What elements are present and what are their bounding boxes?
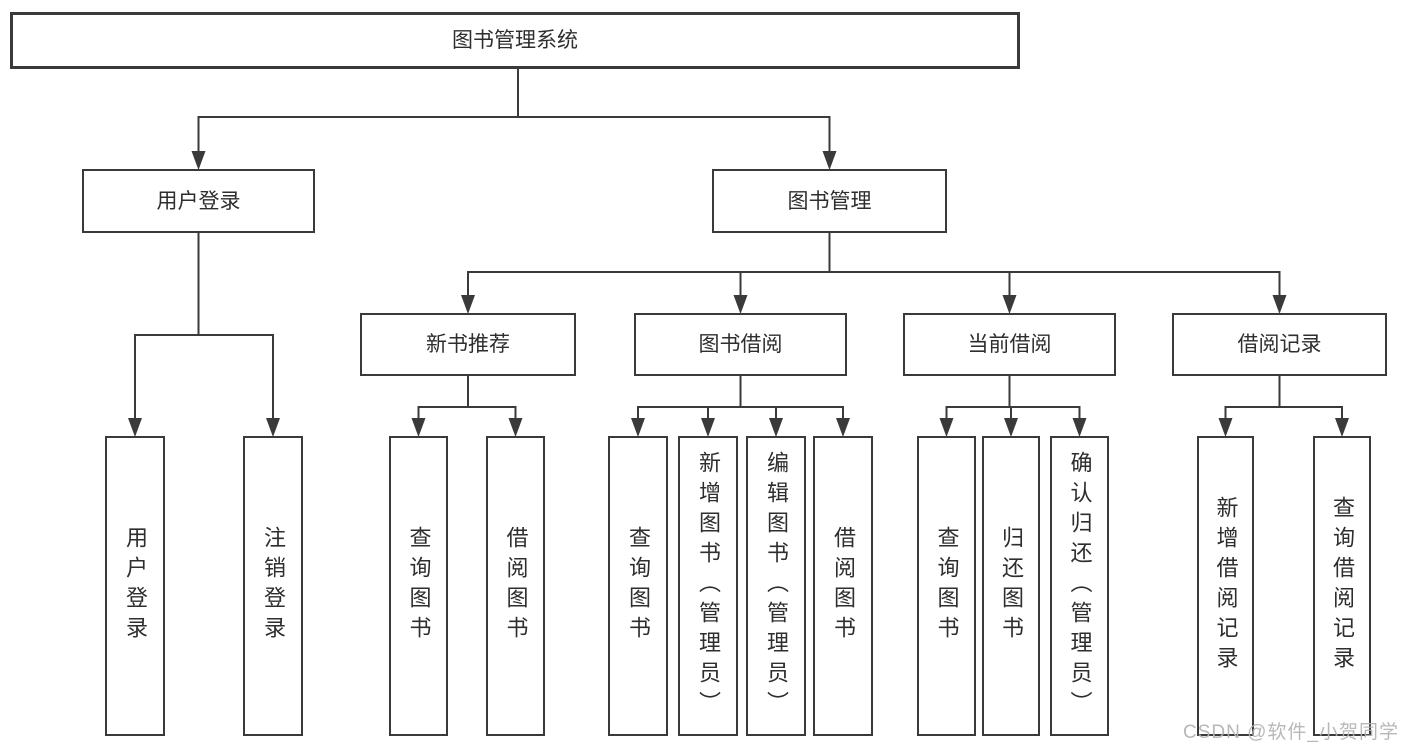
leaf-query-books-current: 查询图书 (917, 436, 976, 736)
node-borrowing-records: 借阅记录 (1172, 313, 1387, 376)
node-user-login: 用户登录 (82, 169, 315, 233)
node-library-management-system: 图书管理系统 (10, 12, 1020, 69)
leaf-add-book-admin: 新增图书（管理员） (678, 436, 738, 736)
node-book-management: 图书管理 (712, 169, 947, 233)
leaf-edit-book-admin: 编辑图书（管理员） (746, 436, 806, 736)
leaf-return-book: 归还图书 (982, 436, 1040, 736)
leaf-query-books-recommend: 查询图书 (389, 436, 448, 736)
leaf-borrow-books-recommend: 借阅图书 (486, 436, 545, 736)
leaf-add-borrow-record: 新增借阅记录 (1197, 436, 1254, 736)
arrowheads (128, 151, 1349, 437)
leaf-confirm-return-admin: 确认归还（管理员） (1050, 436, 1109, 736)
leaf-logout: 注销登录 (243, 436, 303, 736)
leaf-query-borrow-record: 查询借阅记录 (1313, 436, 1371, 736)
csdn-watermark: CSDN @软件_小贺同学 (1183, 722, 1399, 743)
node-book-borrowing: 图书借阅 (634, 313, 847, 376)
leaf-user-login: 用户登录 (105, 436, 165, 736)
leaf-query-books-borrowing: 查询图书 (608, 436, 668, 736)
node-new-book-recommendation: 新书推荐 (360, 313, 576, 376)
node-current-borrowing: 当前借阅 (903, 313, 1116, 376)
leaf-borrow-books-borrowing: 借阅图书 (813, 436, 873, 736)
